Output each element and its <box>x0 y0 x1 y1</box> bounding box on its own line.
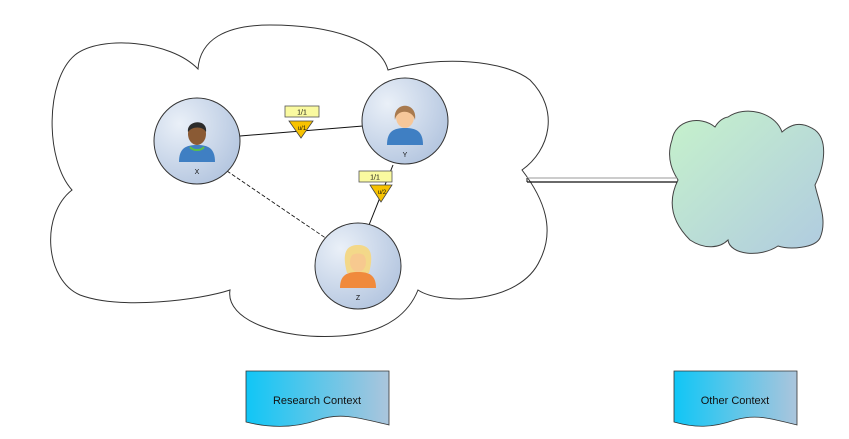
person-y-icon <box>387 105 423 145</box>
edge-y-z-marker-text: u/2 <box>378 190 387 196</box>
edge-y-z-badge-text: 1/1 <box>370 175 380 182</box>
edge-x-y-marker[interactable]: u/1 <box>288 120 314 139</box>
edge-y-z-badge[interactable]: 1/1 <box>358 170 393 183</box>
person-z-label: Z <box>356 295 361 302</box>
research-context-cloud[interactable] <box>50 24 549 338</box>
context-link[interactable] <box>526 177 677 183</box>
edge-x-y-badge[interactable]: 1/1 <box>284 105 320 118</box>
other-context-document[interactable]: Other Context <box>673 370 798 427</box>
person-x-label: X <box>195 169 200 176</box>
person-node-y[interactable]: Y <box>361 77 449 165</box>
other-context-cloud[interactable] <box>669 110 825 254</box>
edge-x-y-badge-text: 1/1 <box>297 110 307 117</box>
research-context-document[interactable]: Research Context <box>245 370 390 427</box>
person-node-x[interactable]: X <box>153 97 241 185</box>
research-context-label: Research Context <box>273 395 361 407</box>
person-y-label: Y <box>403 152 408 159</box>
edge-x-y-marker-text: u/1 <box>298 126 307 132</box>
person-x-icon <box>179 122 215 162</box>
other-context-label: Other Context <box>701 395 769 407</box>
person-node-z[interactable]: Z <box>314 222 402 310</box>
edge-x-z[interactable] <box>226 170 328 240</box>
person-z-icon <box>340 245 376 288</box>
edge-y-z-marker[interactable]: u/2 <box>369 184 393 203</box>
